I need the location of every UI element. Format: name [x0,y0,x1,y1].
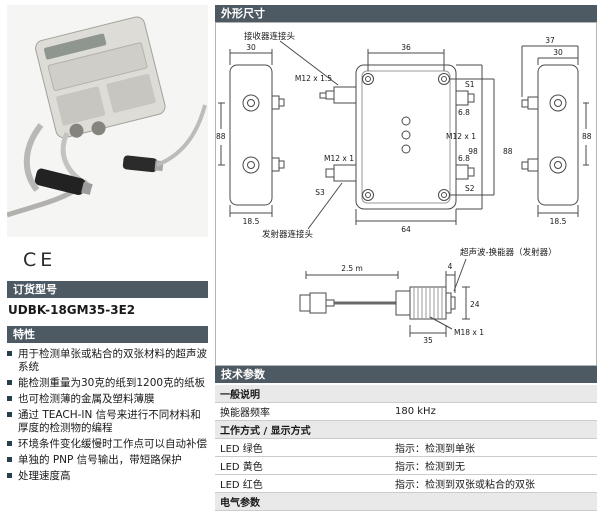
order-section-header: 订货型号 [7,281,208,298]
m12x1-right-label: M12 x 1 [446,132,476,141]
dim-37: 37 [545,36,555,45]
feature-item: 也可检测薄的金属及塑料薄膜 [7,393,208,406]
feature-item: 环境条件变化缓慢时工作点可以自动补偿 [7,438,208,451]
table-value: 指示：检测到无 [390,456,597,475]
front-view [279,40,495,230]
right-column: 外形尺寸 [215,5,597,511]
product-photo [6,5,208,237]
table-label: LED 黄色 [215,456,390,475]
order-code: UDBK-18GM35-3E2 [8,303,136,317]
product-photo-illustration [6,5,208,237]
dim-185-left: 18.5 [243,217,260,226]
dimension-drawing-box: 接收器连接头 M12 x 1.5 M12 x 1 S3 发射器连接头 30 88… [215,22,597,366]
features-section-header: 特性 [7,326,208,343]
table-row: LED 黄色 指示：检测到无 [215,456,597,475]
dim-30-left: 30 [246,43,256,52]
dim-98: 98 [468,147,478,156]
ce-mark: CE [23,249,57,271]
table-label: LED 红色 [215,474,390,493]
feature-text: 环境条件变化缓慢时工作点可以自动补偿 [18,438,207,450]
s3-label: S3 [315,188,325,197]
table-label: 换能器频率 [215,402,390,421]
feature-item: 用于检测单张或粘合的双张材料的超声波系统 [7,348,208,374]
tech-table: 一般说明 换能器频率 180 kHz 工作方式 / 显示方式 LED 绿色 指示… [215,385,597,511]
feature-item: 处理速度高 [7,470,208,483]
m12x15-label: M12 x 1.5 [295,74,332,83]
dim-35: 35 [423,336,433,345]
feature-item: 单独的 PNP 信号输出，带短路保护 [7,454,208,467]
tech-section-header: 技术参数 [215,366,597,383]
dimensions-section-header: 外形尺寸 [215,5,597,22]
dim-88-right: 88 [582,132,592,141]
sensor-control-box [35,16,166,139]
feature-text: 通过 TEACH-IN 信号来进行不同材料和厚度的检测物的编程 [18,409,201,434]
dim-185-right: 18.5 [550,217,567,226]
table-row: LED 红色 指示：检测到双张或粘合的双张 [215,474,597,493]
transducer-label: 超声波-换能器（发射器） [460,247,557,258]
sensor-head-large [34,168,93,196]
dim-68-bottom: 6.8 [458,154,470,163]
table-subheader: 电气参数 [215,492,597,511]
dim-24: 24 [470,300,480,309]
s2-label: S2 [465,184,475,193]
feature-item: 通过 TEACH-IN 信号来进行不同材料和厚度的检测物的编程 [7,409,208,435]
cable-length-label: 2.5 m [341,264,363,273]
dim-30-right: 30 [553,48,563,57]
left-column: CE 订货型号 UDBK-18GM35-3E2 特性 用于检测单张或粘合的双张材… [6,5,208,486]
dim-36: 36 [401,43,411,52]
m12x1-left-label: M12 x 1 [324,154,354,163]
feature-text: 用于检测单张或粘合的双张材料的超声波系统 [18,348,207,373]
receiver-connector-label: 接收器连接头 [244,31,296,42]
dim-88-left: 88 [216,132,226,141]
dim-4: 4 [448,262,453,271]
table-subheader: 工作方式 / 显示方式 [215,420,597,439]
dimension-drawing: 接收器连接头 M12 x 1.5 M12 x 1 S3 发射器连接头 30 88… [216,31,592,345]
table-row: 工作方式 / 显示方式 [215,420,597,439]
feature-text: 单独的 PNP 信号输出，带短路保护 [18,454,182,466]
m18-label: M18 x 1 [454,328,484,337]
table-value: 180 kHz [390,402,597,421]
table-row: 电气参数 [215,492,597,511]
feature-text: 能检测重量为30克的纸到1200克的纸板 [18,377,206,389]
table-subheader: 一般说明 [215,385,597,403]
table-value: 指示：检测到双张或粘合的双张 [390,474,597,493]
feature-item: 能检测重量为30克的纸到1200克的纸板 [7,377,208,390]
table-row: LED 绿色 指示：检测到单张 [215,438,597,457]
feature-text: 也可检测薄的金属及塑料薄膜 [18,393,155,405]
dim-68-top: 6.8 [458,108,470,117]
table-label: LED 绿色 [215,438,390,457]
dim-64: 64 [401,225,411,234]
table-row: 一般说明 [215,385,597,403]
s1-label: S1 [465,80,475,89]
dim-88-center: 88 [503,147,513,156]
transducer-drawing [299,258,470,337]
left-side-view [218,49,285,217]
table-value: 指示：检测到单张 [390,438,597,457]
feature-text: 处理速度高 [18,470,71,482]
table-row: 换能器频率 180 kHz [215,402,597,421]
right-side-view [521,45,589,217]
transmitter-connector-label: 发射器连接头 [262,229,314,240]
features-list: 用于检测单张或粘合的双张材料的超声波系统 能检测重量为30克的纸到1200克的纸… [7,348,208,483]
